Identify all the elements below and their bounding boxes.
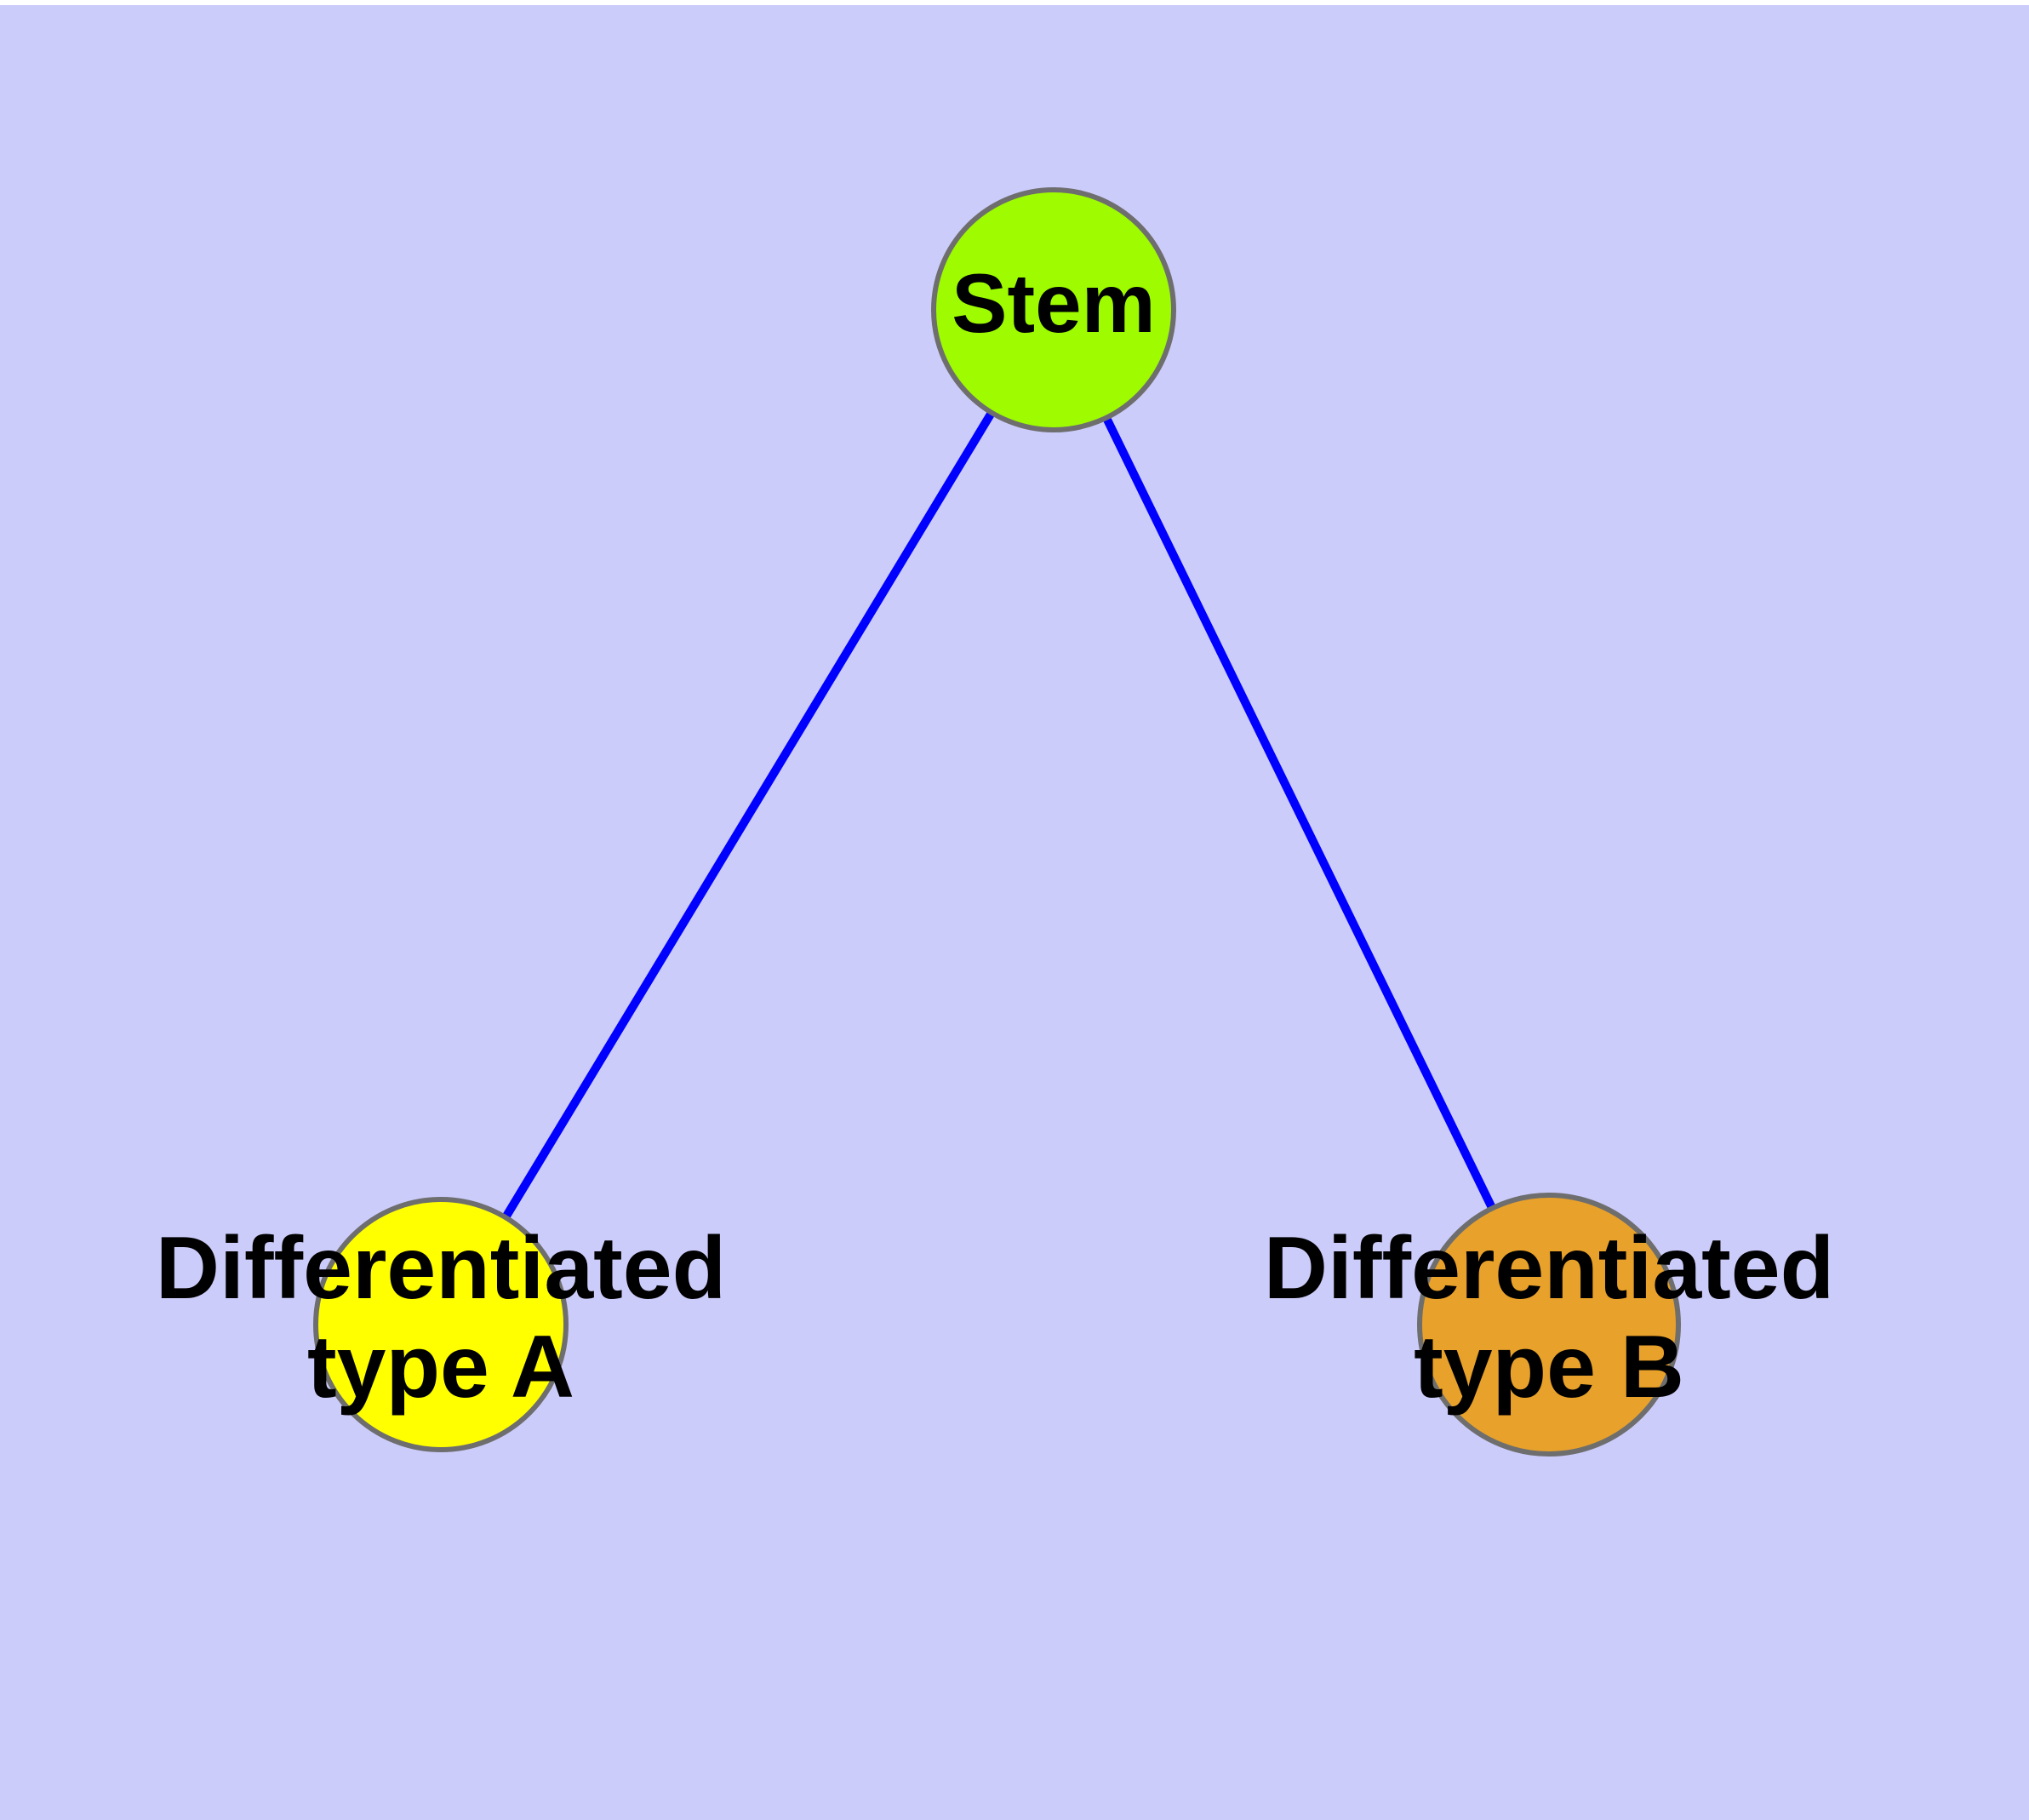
node-label-line: Stem <box>952 256 1156 350</box>
node-stem-label: Stem <box>952 256 1156 350</box>
edge-layer <box>501 410 1496 1220</box>
node-label-line: Differentiated <box>156 1219 726 1318</box>
edge-stem-to-diff-a[interactable] <box>501 410 996 1220</box>
node-diff-a-circle[interactable] <box>313 1197 569 1452</box>
node-stem-circle[interactable] <box>931 187 1176 432</box>
node-label-line: type B <box>1414 1319 1684 1417</box>
node-label-line: Differentiated <box>1264 1219 1834 1318</box>
node-layer <box>313 187 1681 1457</box>
node-diff-b[interactable] <box>1417 1193 1681 1457</box>
node-label-line: type A <box>307 1319 574 1417</box>
node-stem[interactable] <box>931 187 1176 432</box>
edge-stem-to-diff-b[interactable] <box>1102 415 1496 1210</box>
node-diff-a[interactable] <box>313 1197 569 1452</box>
node-diff-b-circle[interactable] <box>1417 1193 1681 1457</box>
